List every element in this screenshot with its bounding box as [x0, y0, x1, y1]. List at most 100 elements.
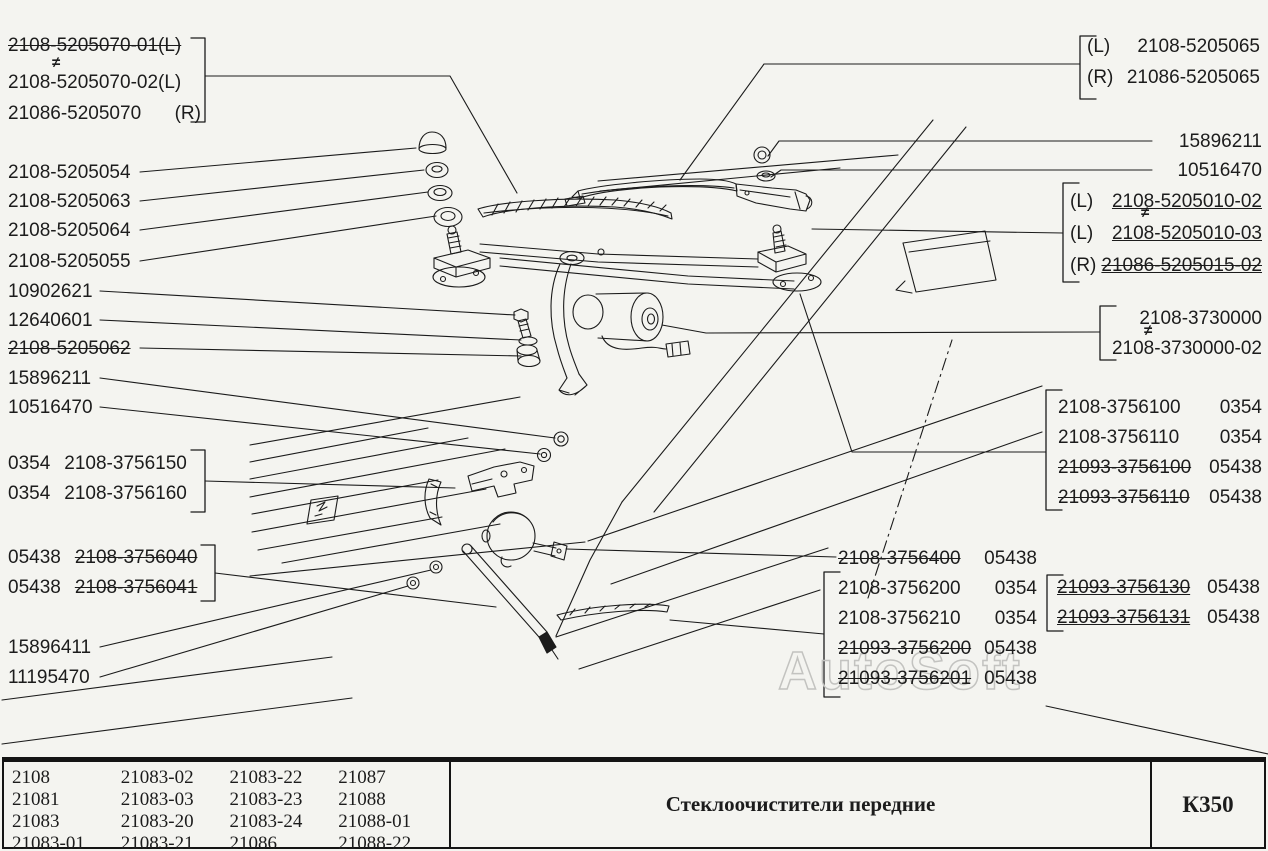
supplier-code: 0354 — [994, 578, 1037, 599]
supplier-code: 05438 — [984, 638, 1037, 659]
side-prefix: (L) — [1070, 191, 1094, 212]
supplier-code: 05438 — [1207, 577, 1260, 598]
part-number: 2108-3756041 — [74, 577, 198, 598]
part-number: 2108-3756110 — [1058, 427, 1180, 448]
part-label-21093-3756130: 21093-3756130 05438 — [1057, 577, 1260, 598]
part-label-21086-5205070: 21086-5205070 (R) — [8, 103, 201, 124]
model: 21081 — [12, 789, 60, 810]
right-pivot-assembly — [757, 224, 822, 292]
right-fastener-nut — [753, 146, 776, 182]
part-label-5205070-02: 2108-5205070-02(L) — [8, 72, 182, 93]
side-prefix: (L) — [1070, 223, 1094, 244]
part-label-15896211-left: 15896211 — [8, 368, 92, 389]
supplier-code: 0354 — [994, 608, 1037, 629]
model: 21083 — [12, 811, 60, 832]
model: 21086 — [229, 833, 278, 851]
wiper-arm — [735, 183, 813, 212]
part-label-3730000: 2108-3730000 — [1139, 308, 1262, 329]
part-label-5205010-02: (L) 2108-5205010-02 — [1070, 191, 1262, 212]
supplier-code: 0354 — [1219, 427, 1262, 448]
watermark: AutoSoft — [777, 640, 1022, 702]
part-number: 21086-5205065 — [1126, 67, 1260, 88]
pivot-cap-stack — [418, 131, 463, 228]
part-label-11195470: 11195470 — [8, 667, 90, 688]
part-label-12640601: 12640601 — [8, 310, 93, 331]
cowl-plate — [306, 495, 339, 525]
supplier-code: 05438 — [8, 547, 61, 568]
model: 21083-20 — [120, 811, 194, 832]
part-label-3756040: 05438 2108-3756040 — [8, 547, 197, 568]
side-prefix: (R) — [1087, 67, 1114, 88]
part-label-21093-3756131: 21093-3756131 05438 — [1057, 607, 1260, 628]
rear-blade — [556, 603, 670, 621]
part-label-3730000-02: 2108-3730000-02 — [1111, 338, 1262, 359]
part-label-15896411: 15896411 — [8, 637, 92, 658]
part-number: 21093-3756201 — [838, 668, 972, 689]
model-list: 2108 21081 21083 21083-01 21083-02 21083… — [4, 762, 451, 851]
part-number: 21093-3756131 — [1057, 607, 1191, 628]
side-prefix: (R) — [1070, 255, 1097, 276]
crank-bracket — [550, 263, 588, 396]
small-nut — [553, 431, 569, 447]
not-equal-sign: ≠ — [1144, 322, 1153, 339]
part-label-3756160: 0354 2108-3756160 — [8, 483, 187, 504]
supplier-code: 0354 — [8, 483, 51, 504]
door-mirror — [895, 230, 997, 294]
part-label-5205062: 2108-5205062 — [8, 338, 131, 359]
part-number: 21093-3756200 — [838, 638, 972, 659]
diagram-canvas — [1, 35, 1268, 755]
model: 21088-22 — [338, 833, 412, 851]
leader-lines — [99, 63, 1153, 678]
model: 21083-21 — [120, 833, 194, 851]
part-label-5205070-01: 2108-5205070-01(L) — [8, 35, 182, 56]
part-number: 2108-3756400 — [838, 548, 961, 569]
motor-connector — [601, 335, 691, 358]
supplier-code: 05438 — [8, 577, 61, 598]
rubber-bushing — [516, 344, 541, 368]
not-equal-sign: ≠ — [52, 54, 61, 71]
part-label-3756200: 2108-3756200 0354 — [838, 578, 1037, 599]
model: 21088 — [338, 789, 386, 810]
part-label-5205015-02: (R) 21086-5205015-02 — [1070, 255, 1262, 276]
footer-table: 2108 21081 21083 21083-01 21083-02 21083… — [2, 757, 1266, 851]
part-label-5205063: 2108-5205063 — [8, 191, 131, 212]
supplier-code: 05438 — [1209, 457, 1262, 478]
cowl-hatch-lines — [249, 396, 586, 577]
washer-tube-arm — [461, 543, 559, 660]
part-label-5205054: 2108-5205054 — [8, 162, 131, 183]
model: 21087 — [338, 767, 386, 788]
label-brackets — [190, 35, 1117, 698]
supplier-code: 05438 — [1207, 607, 1260, 628]
part-label-3756110: 2108-3756110 0354 — [1058, 427, 1262, 448]
left-pivot-assembly — [432, 225, 491, 288]
part-label-21093-3756100: 21093-3756100 05438 — [1058, 457, 1262, 478]
model: 21083-22 — [229, 767, 303, 788]
part-number: 21093-3756130 — [1057, 577, 1191, 598]
part-label-3756150: 0354 2108-3756150 — [8, 453, 187, 474]
car-body-lines — [1, 119, 1268, 755]
part-label-15896211-right: 15896211 — [1178, 131, 1262, 152]
part-number: 21086-5205015-02 — [1101, 255, 1262, 276]
model: 21083-23 — [229, 789, 303, 810]
wiper-blade-holder — [571, 178, 738, 199]
model: 21083-03 — [120, 789, 194, 810]
supplier-code: 0354 — [8, 453, 51, 474]
wiper-blade-left — [477, 195, 673, 220]
supplier-code: 05438 — [1209, 487, 1262, 508]
part-number: 21093-3756110 — [1058, 487, 1190, 508]
part-number: 2108-5205065 — [1137, 36, 1260, 57]
side-prefix: (R) — [174, 103, 201, 124]
part-label-21086-5205065: (R) 21086-5205065 — [1087, 67, 1260, 88]
part-label-2108-5205065: (L) 2108-5205065 — [1087, 36, 1260, 57]
catalog-code: К350 — [1150, 762, 1264, 847]
part-number: 2108-3756210 — [838, 608, 961, 629]
part-number: 2108-3756040 — [74, 547, 198, 568]
part-label-21093-3756200: 21093-3756200 05438 — [838, 638, 1037, 659]
part-label-3756041: 05438 2108-3756041 — [8, 577, 197, 598]
part-label-5205010-03: (L) 2108-5205010-03 — [1070, 223, 1262, 244]
model: 21083-01 — [12, 833, 85, 851]
nozzle-bracket — [467, 461, 535, 498]
not-equal-sign: ≠ — [1141, 204, 1150, 221]
part-number: 2108-3756200 — [838, 578, 961, 599]
